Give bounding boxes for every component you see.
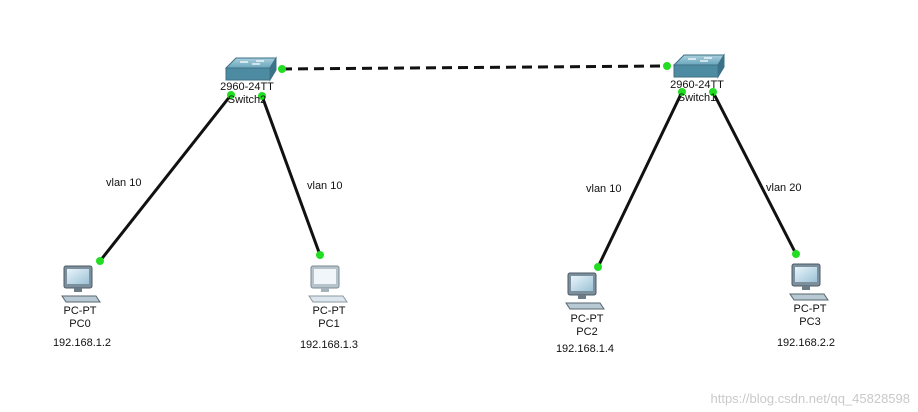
switch1-icon[interactable] xyxy=(672,53,725,79)
pc2-name-label: PC2 xyxy=(576,326,598,338)
link-switch2-pc0[interactable] xyxy=(98,94,233,262)
port-light xyxy=(709,88,717,96)
vlan-label-pc0: vlan 10 xyxy=(106,177,142,189)
pc3-icon[interactable] xyxy=(789,263,829,301)
link-switch1-pc3[interactable] xyxy=(711,91,798,255)
switch2-icon[interactable] xyxy=(224,56,277,82)
port-lights xyxy=(96,62,800,271)
port-light xyxy=(258,92,266,100)
port-light xyxy=(316,251,324,259)
pc0-icon[interactable] xyxy=(61,265,101,303)
link-switch2-switch1[interactable] xyxy=(281,64,668,71)
port-light xyxy=(594,263,602,271)
port-light xyxy=(792,250,800,258)
pc0-type-label: PC-PT xyxy=(63,305,97,317)
vlan-label-pc2: vlan 10 xyxy=(586,183,622,195)
pc1-name-label: PC1 xyxy=(318,318,340,330)
link-switch1-pc2[interactable] xyxy=(596,91,684,268)
port-light xyxy=(663,62,671,70)
pc2-icon[interactable] xyxy=(565,272,605,310)
pc1-icon[interactable] xyxy=(308,265,348,303)
pc0-ip-label: 192.168.1.2 xyxy=(52,337,112,349)
vlan-label-pc3: vlan 20 xyxy=(766,182,802,194)
switch1-name-label: Switch1 xyxy=(677,92,717,104)
link-switch2-pc1[interactable] xyxy=(260,95,322,256)
port-light xyxy=(278,65,286,73)
pc1-type-label: PC-PT xyxy=(312,305,346,317)
vlan-label-pc1: vlan 10 xyxy=(307,180,343,192)
pc2-ip-label: 192.168.1.4 xyxy=(555,343,615,355)
port-light xyxy=(227,91,235,99)
watermark-text: https://blog.csdn.net/qq_45828598 xyxy=(710,391,911,406)
switch2-name-label: Switch2 xyxy=(227,94,267,106)
pc3-ip-label: 192.168.2.2 xyxy=(776,337,836,349)
pc2-type-label: PC-PT xyxy=(570,313,604,325)
port-light xyxy=(96,257,104,265)
switch2-model-label: 2960-24TT xyxy=(220,81,274,93)
switch1-model-label: 2960-24TT xyxy=(670,79,724,91)
port-light xyxy=(678,88,686,96)
pc0-name-label: PC0 xyxy=(69,318,91,330)
pc3-type-label: PC-PT xyxy=(793,303,827,315)
pc1-ip-label: 192.168.1.3 xyxy=(299,339,359,351)
pc3-name-label: PC3 xyxy=(799,316,821,328)
